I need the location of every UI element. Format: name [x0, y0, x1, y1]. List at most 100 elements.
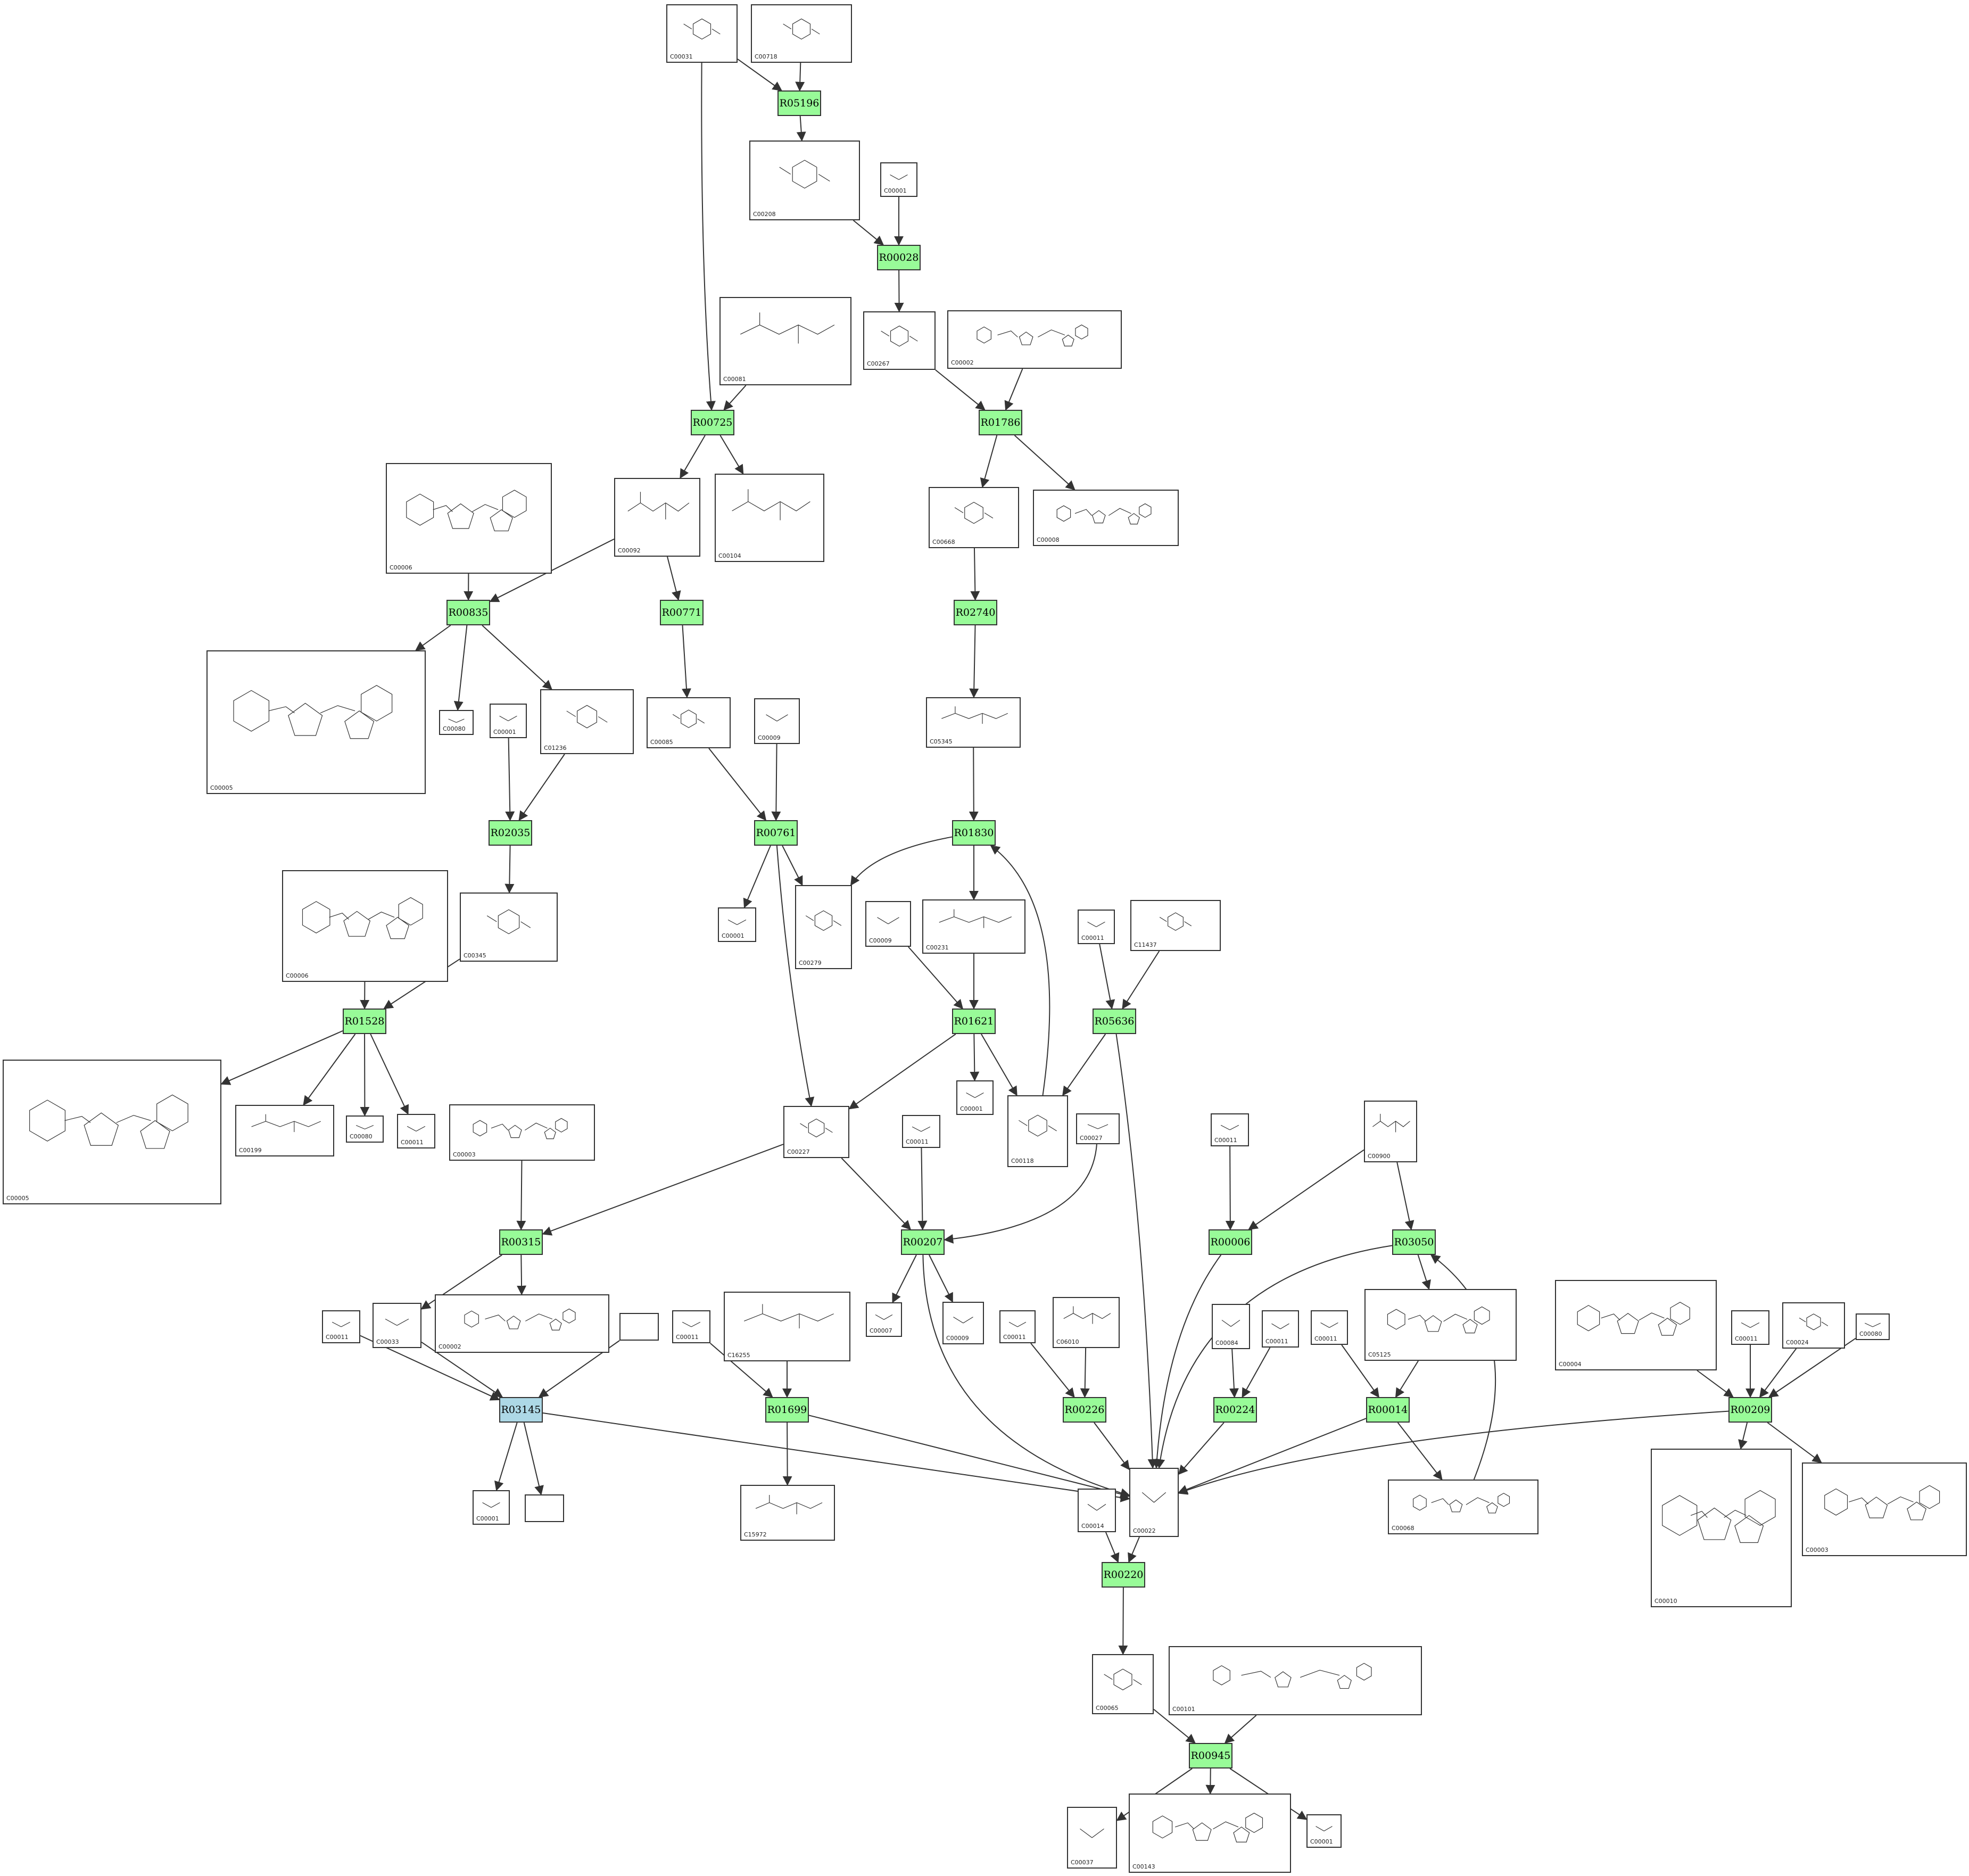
compound-node[interactable]: C00011	[1262, 1310, 1299, 1348]
compound-node[interactable]: C00009	[865, 901, 911, 947]
compound-node[interactable]: C00002	[947, 310, 1122, 369]
compound-label: C00009	[758, 734, 781, 741]
compound-node[interactable]: C00010	[1651, 1449, 1792, 1607]
compound-node[interactable]: C00014	[1078, 1489, 1116, 1532]
compound-node[interactable]: C00001	[1306, 1814, 1342, 1848]
compound-node[interactable]: C05345	[926, 697, 1021, 748]
compound-node[interactable]: C00101	[1169, 1646, 1422, 1715]
compound-node[interactable]: C00005	[3, 1060, 221, 1204]
compound-node[interactable]: C00001	[880, 162, 917, 197]
compound-node[interactable]: C00006	[386, 463, 552, 574]
compound-node[interactable]	[619, 1313, 659, 1341]
compound-node[interactable]: C00231	[922, 899, 1025, 954]
compound-node[interactable]: C00227	[783, 1106, 849, 1158]
reaction-node[interactable]: R00771	[660, 600, 704, 625]
reaction-node[interactable]: R00207	[901, 1229, 945, 1255]
reaction-node[interactable]: R01699	[765, 1397, 809, 1423]
compound-node[interactable]: C00085	[647, 697, 731, 748]
reaction-node[interactable]: R00761	[754, 820, 798, 846]
compound-node[interactable]: C01236	[540, 689, 634, 754]
compound-node[interactable]: C00080	[439, 710, 474, 735]
compound-node[interactable]: C00007	[866, 1302, 902, 1337]
reaction-node[interactable]: R00209	[1728, 1397, 1772, 1423]
reaction-node[interactable]: R01786	[979, 410, 1022, 435]
compound-node[interactable]: C00031	[666, 4, 738, 63]
reaction-node[interactable]: R03145	[499, 1397, 543, 1423]
reaction-node[interactable]: R00224	[1213, 1397, 1257, 1423]
compound-node[interactable]: C00003	[1802, 1462, 1967, 1556]
compound-node[interactable]: C00011	[999, 1310, 1036, 1343]
reaction-node[interactable]: R00006	[1209, 1229, 1252, 1255]
compound-node[interactable]: C00033	[373, 1303, 421, 1348]
reaction-node[interactable]: R00220	[1102, 1562, 1145, 1588]
compound-node[interactable]: C00143	[1129, 1794, 1291, 1873]
compound-node[interactable]: C00011	[1078, 910, 1115, 944]
compound-node[interactable]: C00279	[795, 885, 852, 969]
compound-node[interactable]: C00022	[1129, 1468, 1179, 1537]
compound-node[interactable]: C00001	[956, 1080, 994, 1115]
compound-node[interactable]: C05125	[1364, 1289, 1517, 1361]
reaction-node[interactable]: R05636	[1093, 1009, 1136, 1034]
compound-node[interactable]: C00006	[282, 870, 448, 982]
compound-node[interactable]: C06010	[1053, 1297, 1120, 1348]
compound-node[interactable]: C00011	[322, 1310, 360, 1343]
compound-node[interactable]: C00001	[490, 704, 527, 738]
reaction-node[interactable]: R00725	[691, 410, 734, 435]
reaction-node[interactable]: R00835	[446, 600, 490, 625]
reaction-node[interactable]: R05196	[777, 90, 821, 116]
molecule-structure	[912, 1126, 931, 1132]
compound-node[interactable]: C00024	[1782, 1302, 1845, 1349]
compound-node[interactable]: C00008	[1033, 490, 1179, 546]
compound-node[interactable]: C11437	[1130, 900, 1221, 951]
reaction-node[interactable]: R01830	[952, 820, 996, 846]
compound-node[interactable]: C00003	[449, 1104, 595, 1161]
compound-node[interactable]: C00001	[473, 1490, 510, 1525]
reaction-node[interactable]: R00945	[1189, 1743, 1232, 1768]
compound-node[interactable]: C00345	[460, 892, 558, 962]
compound-node[interactable]: C00011	[397, 1114, 435, 1148]
compound-node[interactable]: C00080	[346, 1115, 384, 1143]
molecule-structure	[302, 897, 423, 939]
compound-node[interactable]: C00267	[863, 311, 936, 370]
compound-node[interactable]: C00084	[1212, 1304, 1250, 1349]
compound-node[interactable]: C00900	[1364, 1101, 1417, 1162]
compound-node[interactable]: C00009	[942, 1302, 984, 1344]
compound-node[interactable]: C00027	[1076, 1113, 1120, 1144]
compound-node[interactable]: C00011	[902, 1115, 940, 1148]
compound-node[interactable]: C00009	[754, 698, 800, 744]
compound-node[interactable]: C00068	[1388, 1480, 1538, 1534]
compound-node[interactable]: C00004	[1555, 1280, 1717, 1370]
reaction-node[interactable]: R01528	[343, 1009, 386, 1034]
reaction-node[interactable]: R02740	[954, 600, 997, 625]
reaction-node[interactable]: R00028	[877, 245, 921, 270]
compound-node[interactable]: C00118	[1007, 1095, 1068, 1167]
compound-node[interactable]: C00011	[1211, 1113, 1249, 1146]
reaction-node[interactable]: R01621	[952, 1009, 996, 1034]
compound-node[interactable]: C00001	[718, 907, 756, 942]
compound-node[interactable]: C00668	[929, 487, 1019, 548]
compound-node[interactable]: C00011	[672, 1310, 710, 1343]
reaction-node[interactable]: R03050	[1392, 1229, 1436, 1255]
compound-node[interactable]: C15972	[740, 1485, 835, 1541]
compound-node[interactable]: C00005	[206, 650, 426, 794]
compound-node[interactable]: C00104	[715, 474, 824, 562]
compound-node[interactable]: C00718	[751, 4, 852, 63]
compound-node[interactable]: C00208	[749, 141, 860, 220]
reaction-node[interactable]: R02035	[489, 820, 532, 846]
compound-node[interactable]: C00081	[719, 297, 851, 385]
compound-node[interactable]: C00080	[1856, 1313, 1890, 1340]
molecule-structure	[566, 705, 608, 729]
reaction-node[interactable]: R00315	[499, 1229, 543, 1255]
reaction-edge	[453, 625, 468, 711]
reaction-node[interactable]: R00226	[1063, 1397, 1106, 1423]
compound-node[interactable]: C00011	[1731, 1310, 1769, 1345]
compound-node[interactable]: C00037	[1067, 1807, 1117, 1869]
compound-node[interactable]: C00092	[614, 478, 700, 557]
compound-node[interactable]: C00002	[435, 1294, 609, 1353]
compound-node[interactable]: C00011	[1311, 1310, 1348, 1345]
reaction-node[interactable]: R00014	[1366, 1397, 1410, 1423]
compound-node[interactable]	[525, 1494, 564, 1522]
compound-node[interactable]: C00065	[1092, 1654, 1154, 1714]
compound-node[interactable]: C00199	[235, 1105, 334, 1156]
compound-node[interactable]: C16255	[724, 1292, 850, 1361]
